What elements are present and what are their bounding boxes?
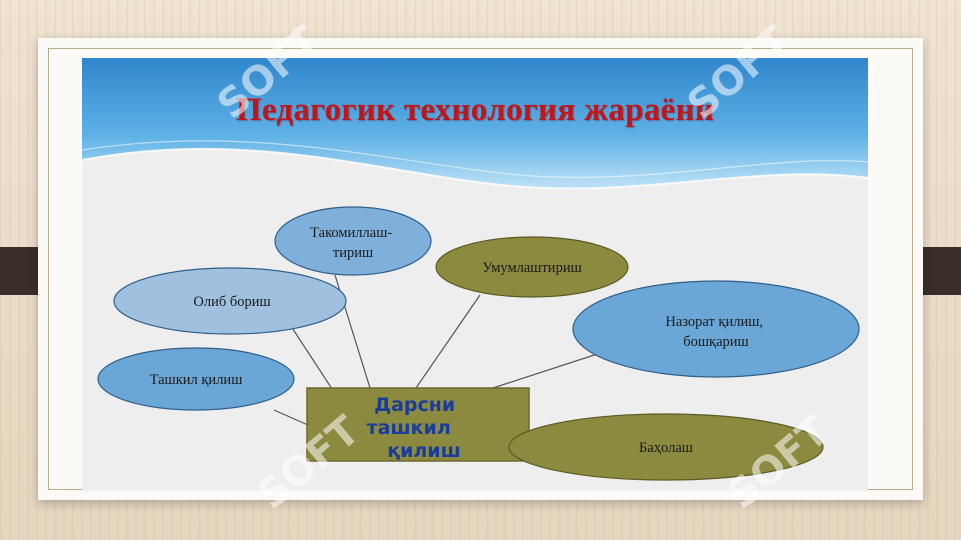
node-takomil-line-2: тириш bbox=[333, 245, 373, 261]
node-umumlash-line-1: Умумлаштириш bbox=[482, 260, 582, 276]
center-line-1: Дарсни bbox=[374, 394, 455, 416]
svg-text:Ташкил қилиш: Ташкил қилиш bbox=[150, 372, 243, 388]
svg-text:Баҳолаш: Баҳолаш bbox=[639, 440, 693, 456]
node-nazorat-line-1: Назорат қилиш, bbox=[665, 314, 763, 330]
connector-umumlash bbox=[415, 294, 481, 389]
node-baholash bbox=[508, 413, 824, 481]
center-line-3: қилиш bbox=[387, 440, 461, 462]
node-nazorat-line-2: бошқариш bbox=[683, 334, 748, 350]
center-line-2: ташкил bbox=[367, 417, 451, 439]
svg-text:Олиб бориш: Олиб бориш bbox=[193, 294, 270, 310]
node-nazorat bbox=[572, 280, 860, 378]
node-umumlash bbox=[435, 236, 629, 298]
node-takomil-line-1: Такомиллаш- bbox=[310, 225, 392, 241]
connector-tashkil bbox=[273, 409, 309, 426]
slide-frame: Педагогик технология жараёни Дарсни ташк… bbox=[38, 38, 923, 500]
slide-content: Педагогик технология жараёни Дарсни ташк… bbox=[82, 58, 868, 491]
svg-text:Умумлаштириш: Умумлаштириш bbox=[482, 260, 582, 276]
node-olib-line-1: Олиб бориш bbox=[193, 294, 270, 310]
connector-olib bbox=[286, 319, 335, 393]
node-takomil bbox=[274, 206, 432, 276]
node-olib bbox=[113, 267, 347, 335]
slide-title: Педагогик технология жараёни bbox=[235, 92, 715, 128]
svg-text:Дарсни ташкил: Дарсни ташкил қилиш bbox=[367, 394, 462, 462]
svg-text:Такомиллаш- тириш: Такомиллаш- тириш bbox=[310, 225, 396, 261]
header-wave bbox=[82, 58, 868, 198]
mind-map: Дарсни ташкил қилиш Такомиллаш- тириш Ум… bbox=[97, 206, 860, 481]
svg-text:Назорат қилиш, бошқари: Назорат қилиш, бошқариш bbox=[665, 314, 766, 350]
node-tashkil-line-1: Ташкил қилиш bbox=[150, 372, 243, 388]
node-baholash-line-1: Баҳолаш bbox=[639, 440, 693, 456]
center-box bbox=[306, 387, 530, 462]
node-tashkil bbox=[97, 347, 295, 411]
